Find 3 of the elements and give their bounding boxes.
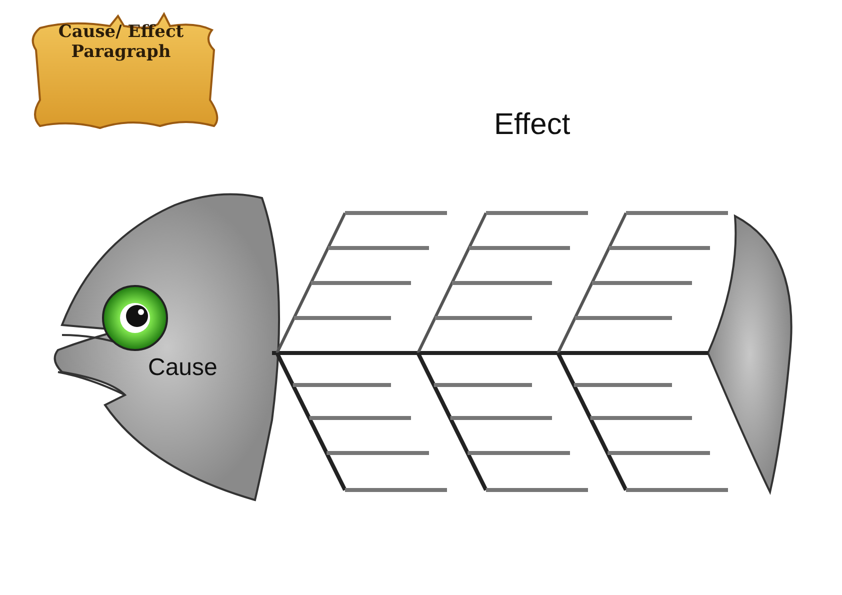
banner-title: Cause/ Effect Paragraph xyxy=(57,22,185,62)
label: Effect xyxy=(494,108,570,142)
label: Cause xyxy=(148,354,218,382)
